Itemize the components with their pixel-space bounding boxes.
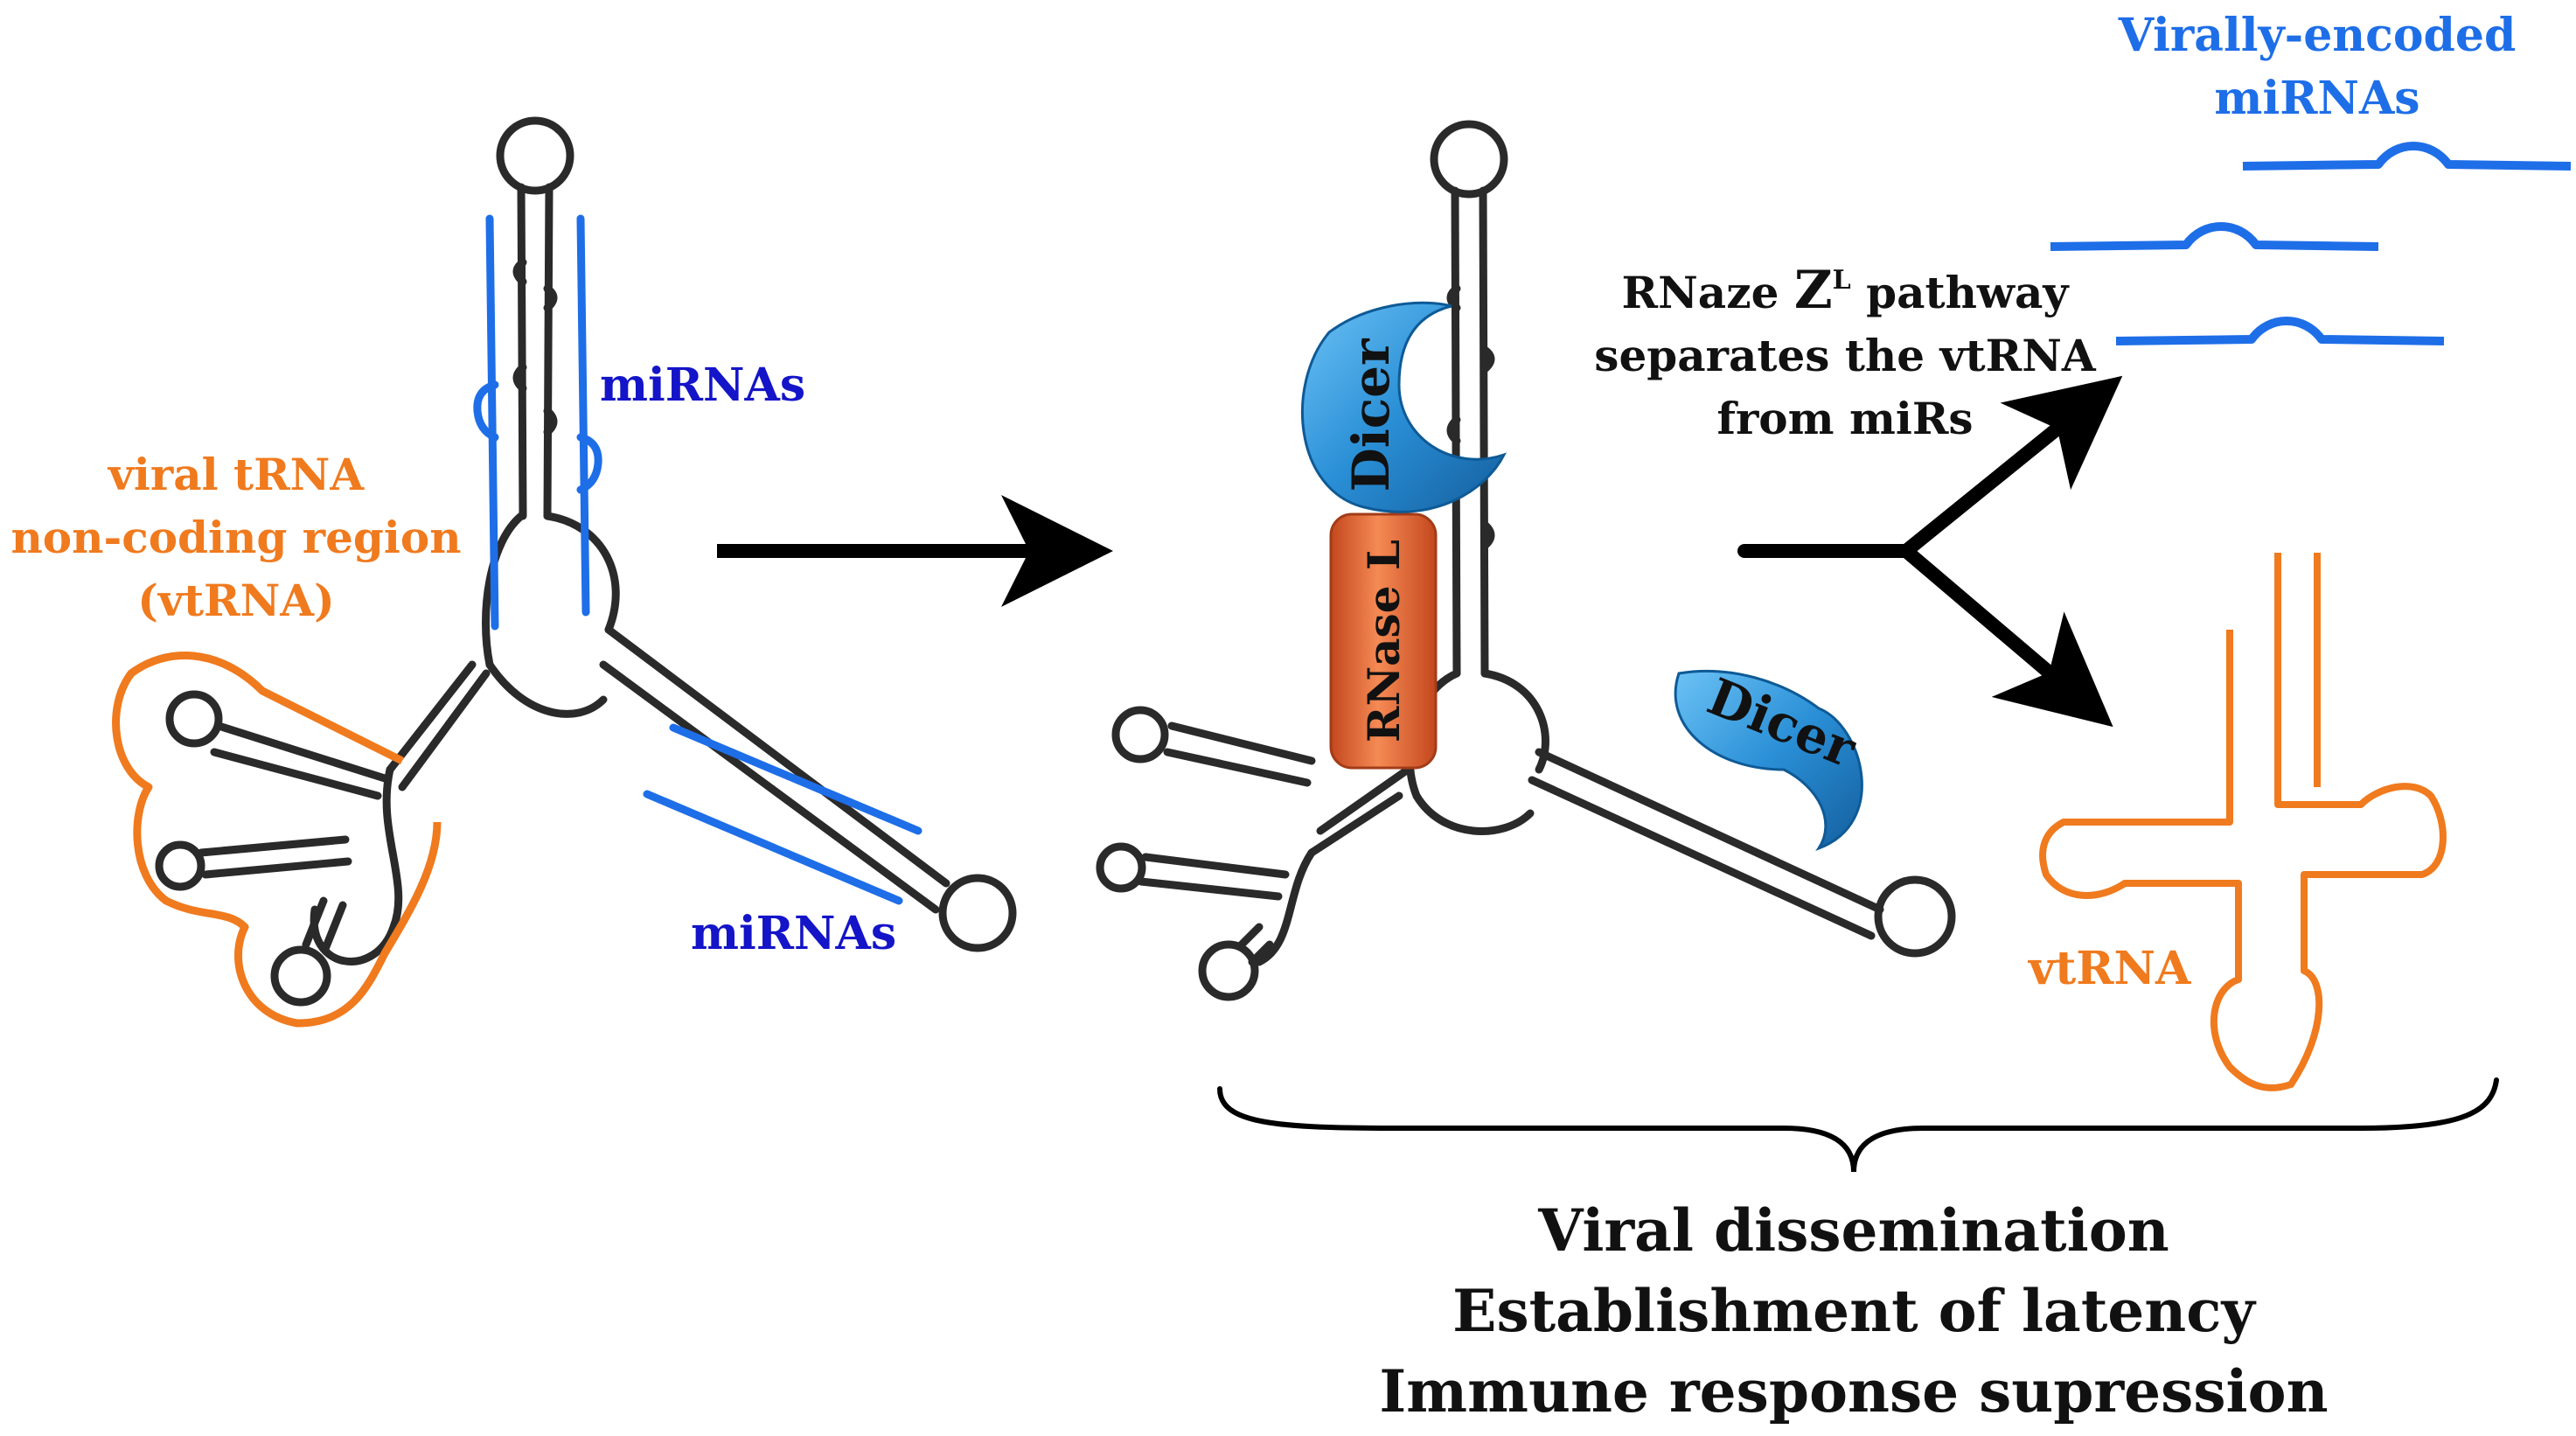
virally-encoded-label-line1: Virally-encoded: [2118, 9, 2517, 62]
outcome-line3: Immune response supression: [1379, 1357, 2328, 1426]
dicer-lower: Dicer: [1674, 666, 1865, 852]
processing-structure: [1096, 120, 1956, 1001]
outcome-brace: [1217, 1077, 2499, 1173]
dicer-upper: Dicer: [1300, 301, 1507, 513]
vtrna-region-label-line2: non-coding region: [10, 512, 461, 563]
rnase-l-label: RNase L: [1358, 540, 1410, 742]
mirnas-label-bottom: miRNAs: [691, 907, 896, 960]
rnase-l-protein: RNase L: [1329, 512, 1438, 770]
vtrna-product-structure: [2039, 553, 2447, 1091]
precursor-structure: [155, 116, 1017, 1007]
vtrna-product-label: vtRNA: [2028, 942, 2191, 995]
vtrna-region-label-line3: (vtRNA): [137, 575, 335, 626]
pathway-label-line3: from miRs: [1716, 393, 1973, 444]
outcome-line2: Establishment of latency: [1452, 1277, 2256, 1345]
fork-arrow: [1737, 375, 2123, 728]
pathway-label-line2: separates the vtRNA: [1594, 330, 2097, 381]
outcome-line1: Viral dissemination: [1537, 1196, 2169, 1265]
mirna-bars-precursor: [473, 214, 922, 905]
vtrna-region-outline: [112, 652, 442, 1028]
virally-encoded-label-line2: miRNAs: [2214, 72, 2419, 125]
mirna-products: [2050, 142, 2572, 345]
dicer-upper-label: Dicer: [1341, 338, 1401, 492]
vtrna-region-label-line1: viral tRNA: [108, 449, 366, 500]
mirnas-label-top: miRNAs: [600, 359, 805, 412]
pathway-label-line1: RNaze ZL pathway: [1622, 260, 2071, 321]
